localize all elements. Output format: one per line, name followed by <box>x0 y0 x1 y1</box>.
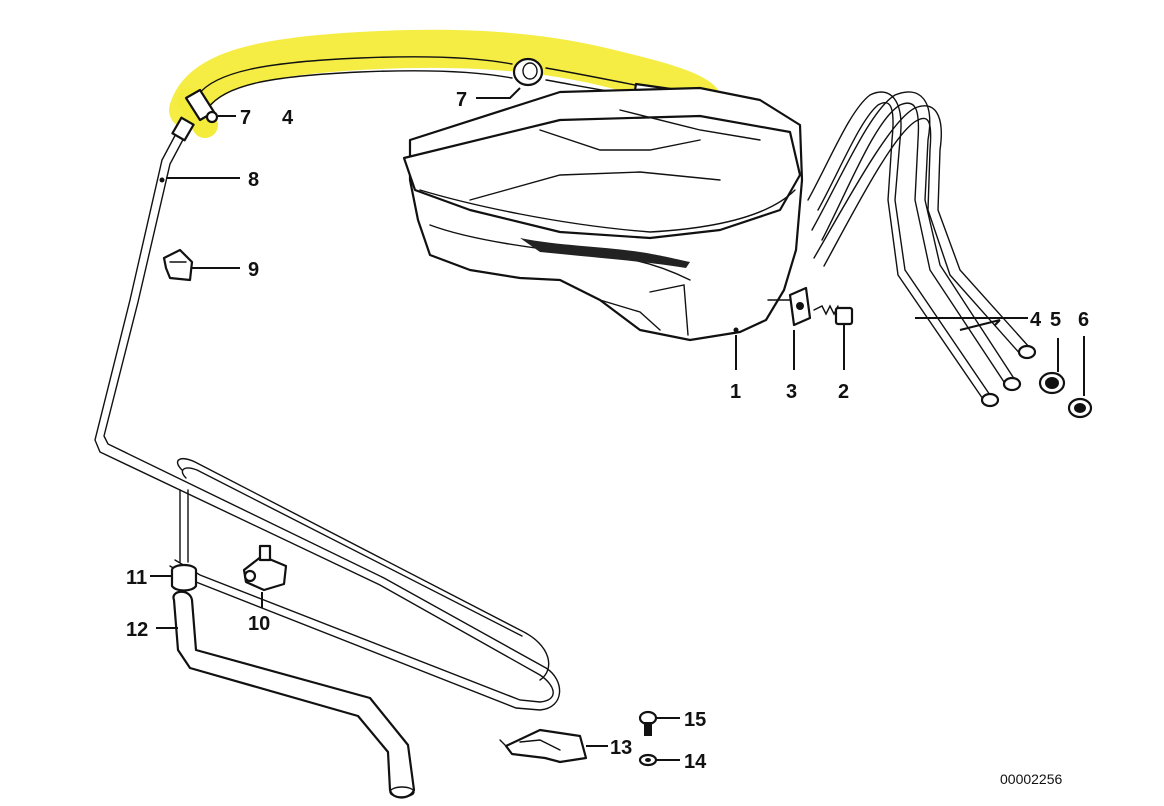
callout-9: 9 <box>248 259 259 281</box>
nut-14[interactable] <box>638 753 658 767</box>
callout-15: 15 <box>684 709 706 731</box>
bracket-and-bolt[interactable] <box>767 286 854 327</box>
callout-6: 6 <box>1078 309 1089 331</box>
pipe-bundle[interactable] <box>807 91 1037 408</box>
hose-12[interactable] <box>172 590 416 799</box>
reference-number: 00002256 <box>1000 771 1063 787</box>
callout-12: 12 <box>126 619 148 641</box>
leader-lines <box>150 87 1085 761</box>
fuel-tank[interactable] <box>402 86 804 342</box>
callout-4-right: 4 <box>1030 309 1042 331</box>
screw-15[interactable] <box>638 710 658 736</box>
callout-7-left: 7 <box>240 107 251 129</box>
callout-2: 2 <box>838 381 849 403</box>
callout-14: 14 <box>684 751 707 773</box>
fuel-line[interactable] <box>94 116 561 711</box>
callout-7-mid: 7 <box>456 89 467 111</box>
callout-8: 8 <box>248 169 259 191</box>
clamp-10[interactable] <box>242 544 288 592</box>
callout-10: 10 <box>248 613 270 635</box>
callout-13: 13 <box>610 737 632 759</box>
callout-5: 5 <box>1050 309 1061 331</box>
callout-11: 11 <box>126 567 147 589</box>
callouts: 1 2 3 4 4 5 6 7 7 8 9 10 11 12 13 14 15 <box>126 89 1089 773</box>
grommet-11[interactable] <box>170 489 198 592</box>
cap-6[interactable] <box>1067 397 1093 419</box>
cap-5[interactable] <box>1038 371 1066 395</box>
callout-3: 3 <box>786 381 797 403</box>
callout-1: 1 <box>730 381 741 403</box>
callout-4-top: 4 <box>282 107 294 129</box>
bracket-13[interactable] <box>499 728 588 764</box>
clip-9[interactable] <box>162 248 194 282</box>
